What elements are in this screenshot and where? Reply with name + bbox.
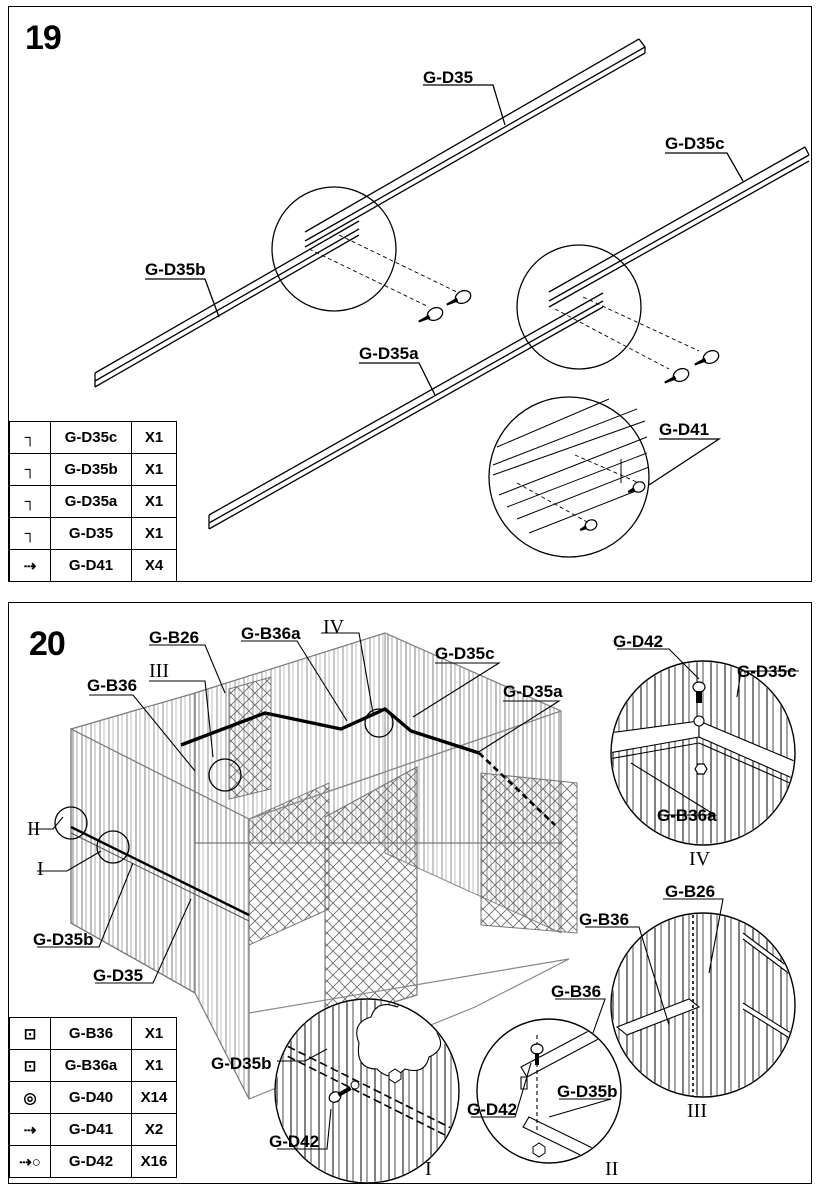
label-roman-I: I — [425, 1158, 432, 1180]
rail-g-d35c — [548, 146, 810, 308]
screw-icon: ⇢ — [23, 1121, 37, 1139]
angle-bracket-icon: ┐ — [24, 525, 36, 542]
marker-circle-II — [54, 806, 88, 840]
bolt-nut-icon — [328, 1086, 352, 1103]
label-g-b26: G-B26 — [149, 628, 199, 647]
screws-g-d41 — [418, 289, 720, 531]
label-g-d35c: G-D35c — [435, 644, 495, 663]
screw-icon — [418, 306, 444, 323]
angle-bracket-icon: ┐ — [24, 429, 36, 446]
angle-bracket-icon: ┐ — [24, 461, 36, 478]
step-19-panel: 19 — [8, 6, 812, 582]
step-number: 19 — [25, 19, 62, 57]
detail-IV — [610, 648, 799, 846]
nut-icon — [532, 1142, 546, 1158]
label-g-d35a: G-D35a — [359, 344, 419, 363]
marker-circle-III — [208, 758, 242, 792]
shed-assembly — [70, 632, 578, 1100]
label-roman-II: II — [605, 1158, 618, 1180]
nut-icon — [388, 1068, 402, 1084]
detail-circle-magnified — [488, 396, 650, 558]
marker-circle-IV — [364, 708, 394, 738]
angle-bracket-icon: ┐ — [24, 493, 36, 510]
label-g-b36: G-B36 — [87, 676, 137, 695]
magnified-rails — [492, 398, 650, 534]
label-g-d35c: G-D35c — [737, 662, 797, 681]
step-19-diagram: G-D35 G-D35c G-D35b G-D35a G-D41 — [94, 38, 810, 558]
step-number: 20 — [29, 625, 66, 663]
label-g-d35a: G-D35a — [503, 682, 563, 701]
label-g-b36: G-B36 — [551, 982, 601, 1001]
label-roman-III: III — [149, 660, 169, 682]
label-g-d35: G-D35 — [93, 966, 143, 985]
label-g-b36a: G-B36a — [657, 806, 717, 825]
label-roman-III: III — [687, 1100, 707, 1122]
label-g-d35b: G-D35b — [557, 1082, 617, 1101]
label-roman-IV: IV — [323, 616, 345, 638]
label-g-d35b: G-D35b — [211, 1054, 271, 1073]
detail-III — [585, 898, 796, 1098]
screw-icon — [694, 349, 720, 366]
label-g-d35b: G-D35b — [33, 930, 93, 949]
rail-g-d35 — [304, 38, 646, 248]
screw-icon: ⇢ — [23, 557, 37, 575]
label-g-b26: G-B26 — [665, 882, 715, 901]
bolt-nut-icon: ⇢○ — [19, 1153, 41, 1171]
screw-icon — [446, 289, 472, 306]
label-g-d42: G-D42 — [467, 1100, 517, 1119]
label-g-d42: G-D42 — [269, 1132, 319, 1151]
bolt-nut-icon — [530, 1043, 544, 1065]
screw-icon — [664, 367, 690, 384]
step-20-diagram: G-B26 G-B36a IV G-D35c III G-B36 G-D35a … — [27, 616, 799, 1184]
label-g-d41: G-D41 — [659, 420, 709, 439]
detail-I — [274, 998, 460, 1184]
screw-icon — [579, 519, 598, 531]
nut-icon — [694, 763, 708, 775]
washer-icon — [350, 1080, 360, 1090]
plate-icon: ⊡ — [23, 1057, 37, 1075]
washer-icon: ◎ — [23, 1089, 37, 1107]
bolt-nut-icon — [692, 681, 706, 703]
detail-circle-joint-2 — [516, 244, 642, 370]
label-roman-IV: IV — [689, 848, 711, 870]
screw-icon — [627, 481, 646, 493]
label-g-b36a: G-B36a — [241, 624, 301, 643]
plate-icon: ⊡ — [23, 1025, 37, 1043]
label-g-d42: G-D42 — [613, 632, 663, 651]
label-g-b36: G-B36 — [579, 910, 629, 929]
rail-g-d35a — [208, 292, 604, 530]
step-20-panel: 20 — [8, 602, 812, 1184]
marker-circle-I — [96, 830, 130, 864]
detail-circle-joint-1 — [271, 186, 397, 312]
label-g-d35b: G-D35b — [145, 260, 205, 279]
label-roman-I: I — [37, 858, 44, 880]
label-g-d35: G-D35 — [423, 68, 473, 87]
label-g-d35c: G-D35c — [665, 134, 725, 153]
rail-g-d35b — [94, 220, 360, 388]
label-roman-II: II — [27, 818, 40, 840]
